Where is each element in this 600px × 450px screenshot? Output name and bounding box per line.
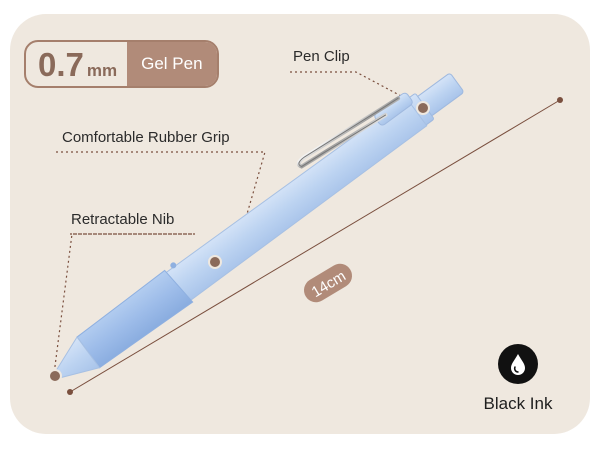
clip-callout: Pen Clip (293, 48, 350, 65)
ink-info: Black Ink (462, 344, 574, 414)
clip-leader-line (290, 71, 419, 106)
nib-leader-line (53, 233, 195, 375)
length-dimension-line (67, 97, 563, 395)
grip-anchor-dot (208, 255, 222, 269)
ink-drop-icon (498, 344, 538, 384)
tip-size-unit: mm (86, 61, 118, 80)
pen-type-label: Gel Pen (127, 42, 217, 86)
tip-size-number: 0.7 (38, 46, 84, 83)
spec-badge: 0.7 mm Gel Pen (24, 40, 219, 88)
clip-anchor-dot (416, 101, 430, 115)
nib-anchor-dot (48, 369, 62, 383)
ink-label: Black Ink (483, 394, 553, 413)
nib-callout: Retractable Nib (71, 211, 175, 228)
grip-callout: Comfortable Rubber Grip (62, 129, 230, 146)
tip-size: 0.7 mm (26, 42, 127, 86)
length-badge: 14cm (303, 263, 353, 303)
